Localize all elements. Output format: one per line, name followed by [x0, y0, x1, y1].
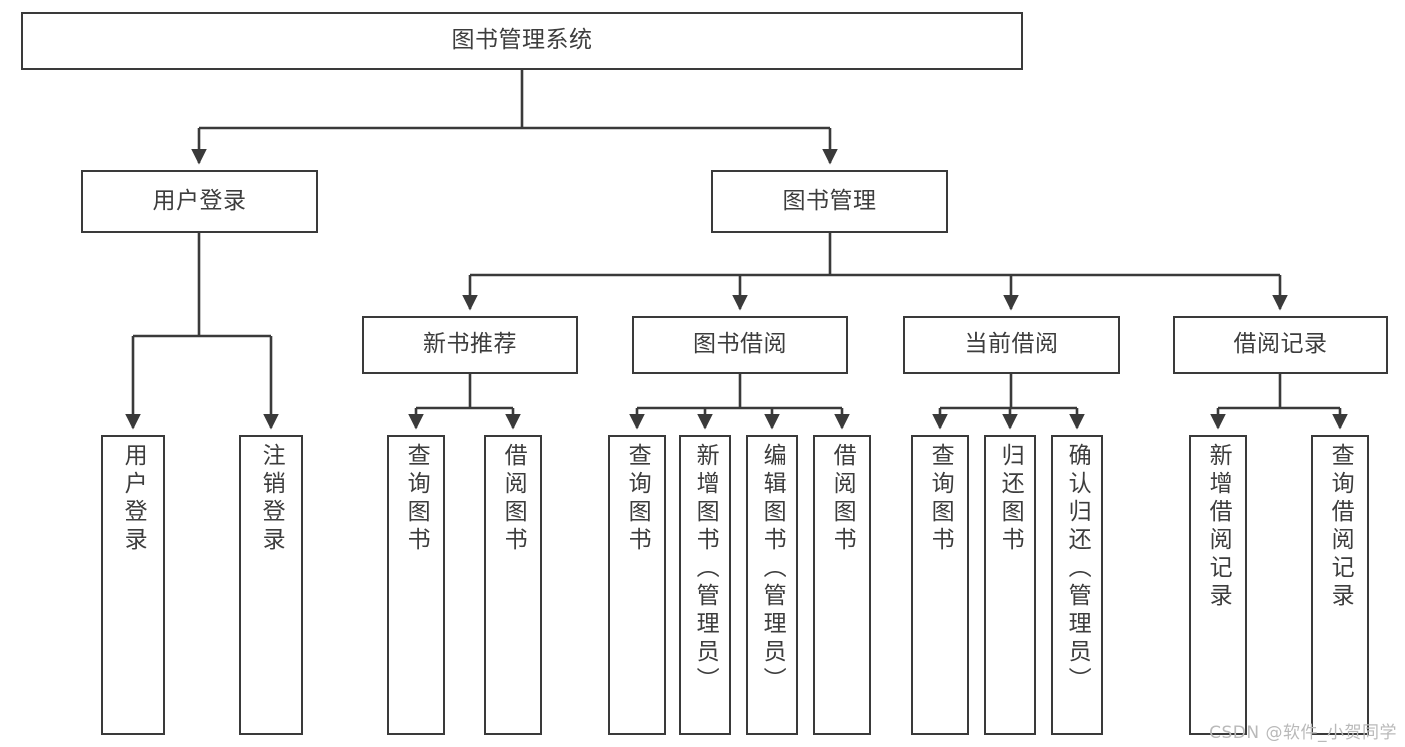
node-leaf[interactable]: 查询图书	[608, 435, 666, 735]
node-leaf[interactable]: 确认归还（管理员）	[1051, 435, 1103, 735]
node-new-book-recommend[interactable]: 新书推荐	[362, 316, 578, 374]
node-leaf-label: 用户登录	[120, 443, 147, 555]
node-borrow-record[interactable]: 借阅记录	[1173, 316, 1388, 374]
node-leaf[interactable]: 编辑图书（管理员）	[746, 435, 798, 735]
node-root-label: 图书管理系统	[451, 27, 593, 54]
node-leaf-label: 查询图书	[403, 443, 430, 555]
node-book-management[interactable]: 图书管理	[711, 170, 948, 233]
node-book-borrow[interactable]: 图书借阅	[632, 316, 848, 374]
csdn-watermark: CSDN @软件_小贺同学	[1209, 723, 1397, 743]
node-borrow-record-label: 借阅记录	[1233, 331, 1328, 358]
node-leaf[interactable]: 借阅图书	[484, 435, 542, 735]
node-leaf[interactable]: 归还图书	[984, 435, 1036, 735]
node-root-system[interactable]: 图书管理系统	[21, 12, 1023, 70]
node-leaf-label: 借阅图书	[829, 443, 856, 555]
node-leaf[interactable]: 借阅图书	[813, 435, 871, 735]
node-leaf-label: 确认归还（管理员）	[1064, 443, 1091, 695]
node-current-borrow-label: 当前借阅	[964, 331, 1059, 358]
node-new-book-recommend-label: 新书推荐	[423, 331, 517, 358]
node-leaf[interactable]: 查询图书	[387, 435, 445, 735]
node-leaf-label: 注销登录	[258, 443, 285, 555]
node-leaf[interactable]: 新增借阅记录	[1189, 435, 1247, 735]
node-leaf[interactable]: 新增图书（管理员）	[679, 435, 731, 735]
node-book-borrow-label: 图书借阅	[693, 331, 787, 358]
node-leaf-label: 查询借阅记录	[1327, 443, 1354, 611]
node-leaf[interactable]: 查询借阅记录	[1311, 435, 1369, 735]
node-leaf-label: 查询图书	[624, 443, 651, 555]
node-leaf-label: 归还图书	[997, 443, 1024, 555]
node-current-borrow[interactable]: 当前借阅	[903, 316, 1120, 374]
node-leaf-label: 查询图书	[927, 443, 954, 555]
node-leaf-label: 新增借阅记录	[1205, 443, 1232, 611]
node-user-login[interactable]: 用户登录	[81, 170, 318, 233]
node-book-management-label: 图书管理	[782, 187, 877, 214]
node-user-login-label: 用户登录	[152, 187, 247, 214]
node-leaf-label: 借阅图书	[500, 443, 527, 555]
node-leaf-label: 新增图书（管理员）	[692, 443, 719, 695]
node-leaf[interactable]: 注销登录	[239, 435, 303, 735]
node-leaf[interactable]: 查询图书	[911, 435, 969, 735]
node-leaf-label: 编辑图书（管理员）	[759, 443, 786, 695]
node-leaf[interactable]: 用户登录	[101, 435, 165, 735]
